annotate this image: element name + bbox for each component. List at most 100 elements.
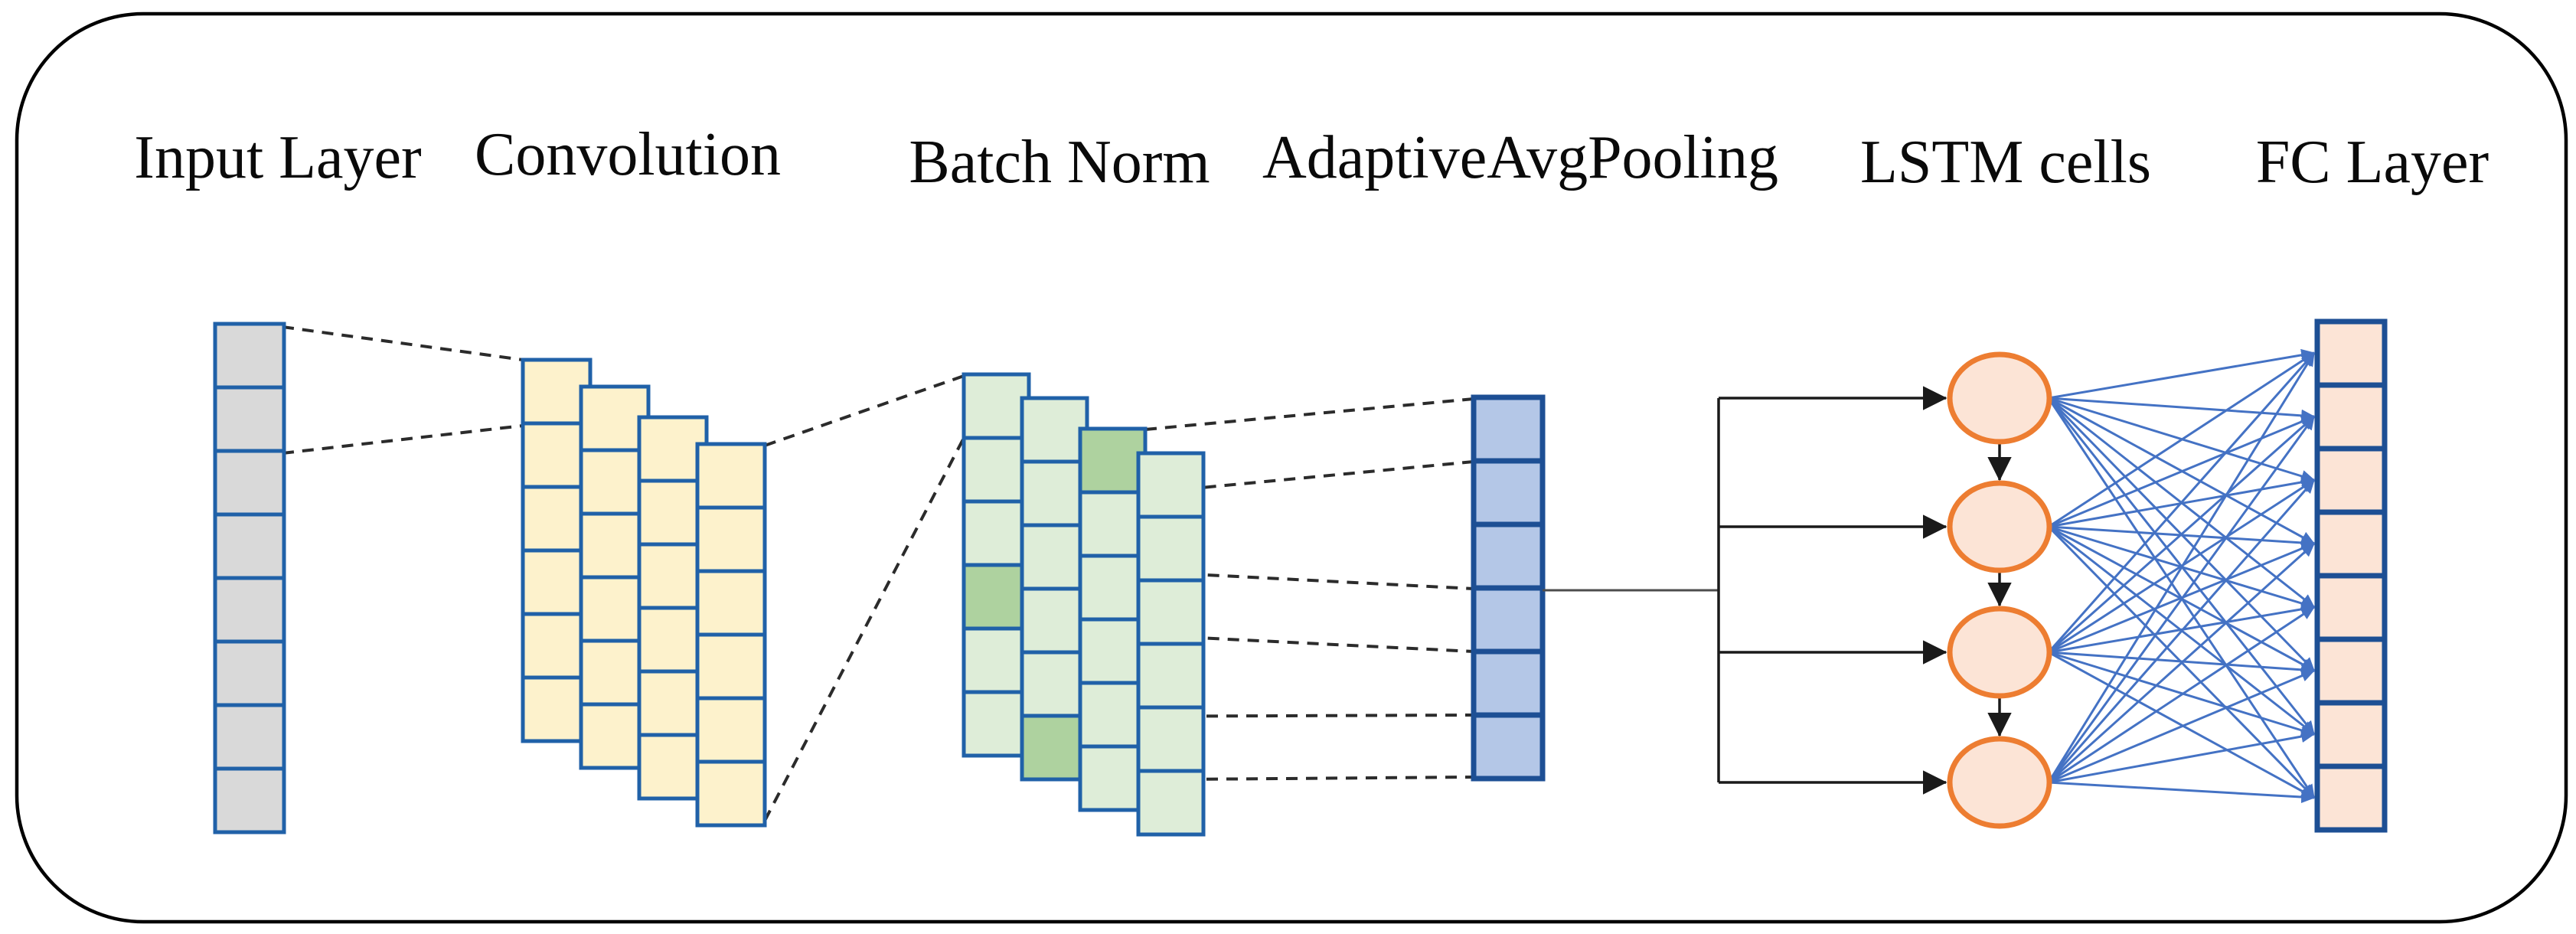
diagram-root: Input Layer Convolution Batch Norm Adaptive… [15,11,2568,924]
dashed-line-conv-to-bn-top [764,374,965,447]
dashed-line-conv-to-bn-bottom [763,437,965,821]
fc-layer-stack-cell [2314,446,2388,515]
dashed-line-bn-to-pool-2 [1144,460,1474,495]
input-layer-stack-cell [213,766,286,834]
batch-norm-stack-cell [962,563,1031,631]
fc-connection-4-3 [2047,479,2316,783]
fc-connection-4-7 [2048,730,2316,784]
batch-norm-stack-cell [1078,744,1148,812]
adaptive-avg-pooling-stack-cell [1471,585,1546,655]
batch-norm-stack-column-1 [962,372,1031,758]
fc-connection-4-5 [2048,606,2316,784]
adaptive-avg-pooling-stack [1471,394,1546,782]
stage-labels-group: Input Layer Convolution Batch Norm Adaptive… [134,121,2489,196]
fc-connection-1-1 [2048,348,2316,400]
fc-layer-stack-cell [2314,509,2388,579]
input-layer-stack-cell [213,512,286,580]
fc-layer-stack-cell [2314,573,2388,642]
dashed-line-bn-to-pool-1 [1144,397,1474,431]
convolution-stack-cell [695,632,767,700]
batch-norm-stack-cell [1136,451,1206,519]
convolution-stack-column-4 [695,442,767,828]
fc-layer-stack-cell [2314,763,2388,833]
fc-connection-4-6 [2048,669,2316,784]
batch-norm-stack-cell [1136,578,1206,646]
batch-norm-stack-cell [1020,586,1089,655]
input-layer-stack-cell [213,449,286,517]
batch-norm-stack-cell [1136,642,1206,710]
adaptive-avg-pooling-stack-cell [1471,394,1546,464]
label-fc-layer: FC Layer [2256,129,2489,196]
convolution-stack-cell [695,759,767,828]
batch-norm-stack-cell [1078,490,1148,558]
adaptive-avg-pooling-stack-cell [1471,458,1546,527]
adaptive-avg-pooling-stack-column-1 [1471,394,1546,782]
batch-norm-stack-cell [962,626,1031,694]
batch-norm-stack-cell [962,372,1031,440]
fc-connection-3-7 [2048,651,2316,736]
lstm-cell-circle-3 [1947,606,2052,699]
fc-layer-stack-column-1 [2314,318,2388,833]
convolution-stack-cell [695,505,767,573]
convolution-stack-cell [521,358,593,426]
lstm-cell-circle-1 [1947,351,2052,445]
fc-connection-4-8 [2048,781,2316,804]
fc-connection-1-2 [2048,397,2316,422]
fc-layer-stack-cell [2314,700,2388,769]
label-lstm-cells: LSTM cells [1860,129,2151,196]
batch-norm-stack-cell [1020,523,1089,591]
input-layer-stack-cell [213,639,286,707]
batch-norm-stack-cell [1020,396,1089,464]
figure-border [15,11,2568,924]
convolution-stack-cell [579,511,651,580]
batch-norm-stack-column-3 [1078,426,1148,812]
adaptive-avg-pooling-stack-cell [1471,648,1546,718]
fc-connection-4-1 [2047,351,2316,783]
batch-norm-stack-cell [1020,650,1089,718]
fc-layer-stack-cell [2314,636,2388,706]
input-layer-stack-cell [213,703,286,771]
input-layer-stack-cell [213,322,286,390]
batch-norm-stack-cell [1020,459,1089,527]
fc-connection-3-1 [2047,352,2316,653]
dashed-line-input-to-conv-bottom [282,424,524,455]
convolution-stack-cell [695,696,767,764]
fc-connection-3-2 [2048,415,2315,654]
fc-connection-2-1 [2048,351,2316,528]
batch-norm-stack-cell [1078,426,1148,495]
convolution-stack-cell [579,702,651,770]
batch-norm-stack-cell [1136,769,1206,837]
label-adaptive-avg-pooling: AdaptiveAvgPooling [1262,124,1778,191]
fc-layer-stack [2314,318,2388,833]
convolution-stack-column-1 [521,358,593,743]
adaptive-avg-pooling-stack-cell [1471,712,1546,782]
convolution-stack [521,358,767,828]
fc-connection-2-2 [2048,415,2316,528]
label-batch-norm: Batch Norm [909,129,1210,196]
dashed-line-bn-to-pool-3 [1028,564,1474,590]
lstm-cell-circle-2 [1947,480,2052,573]
batch-norm-stack-cell [1136,705,1206,773]
adaptive-avg-pooling-stack-cell [1471,521,1546,591]
dashed-line-input-to-conv-top [282,325,524,361]
label-input-layer: Input Layer [134,124,421,191]
batch-norm-stack-column-4 [1136,451,1206,837]
lstm-cell-circle-4 [1947,736,2052,829]
fc-layer-stack-cell [2314,318,2388,388]
label-convolution: Convolution [475,121,781,188]
batch-norm-stack-cell [1078,554,1148,622]
batch-norm-stack-cell [962,499,1031,567]
batch-norm-stack-cell [962,436,1031,504]
input-layer-stack-cell [213,385,286,453]
lstm-to-fc-fan-group [2047,348,2316,804]
batch-norm-stack-cell [1078,617,1148,685]
fc-connection-4-2 [2047,416,2316,783]
batch-norm-stack [962,372,1206,837]
batch-norm-stack-cell [1020,714,1089,782]
batch-norm-stack-cell [1136,514,1206,583]
fc-connection-4-4 [2047,542,2316,784]
batch-norm-stack-cell [962,690,1031,758]
input-layer-stack [213,322,286,834]
input-layer-stack-column-1 [213,322,286,834]
